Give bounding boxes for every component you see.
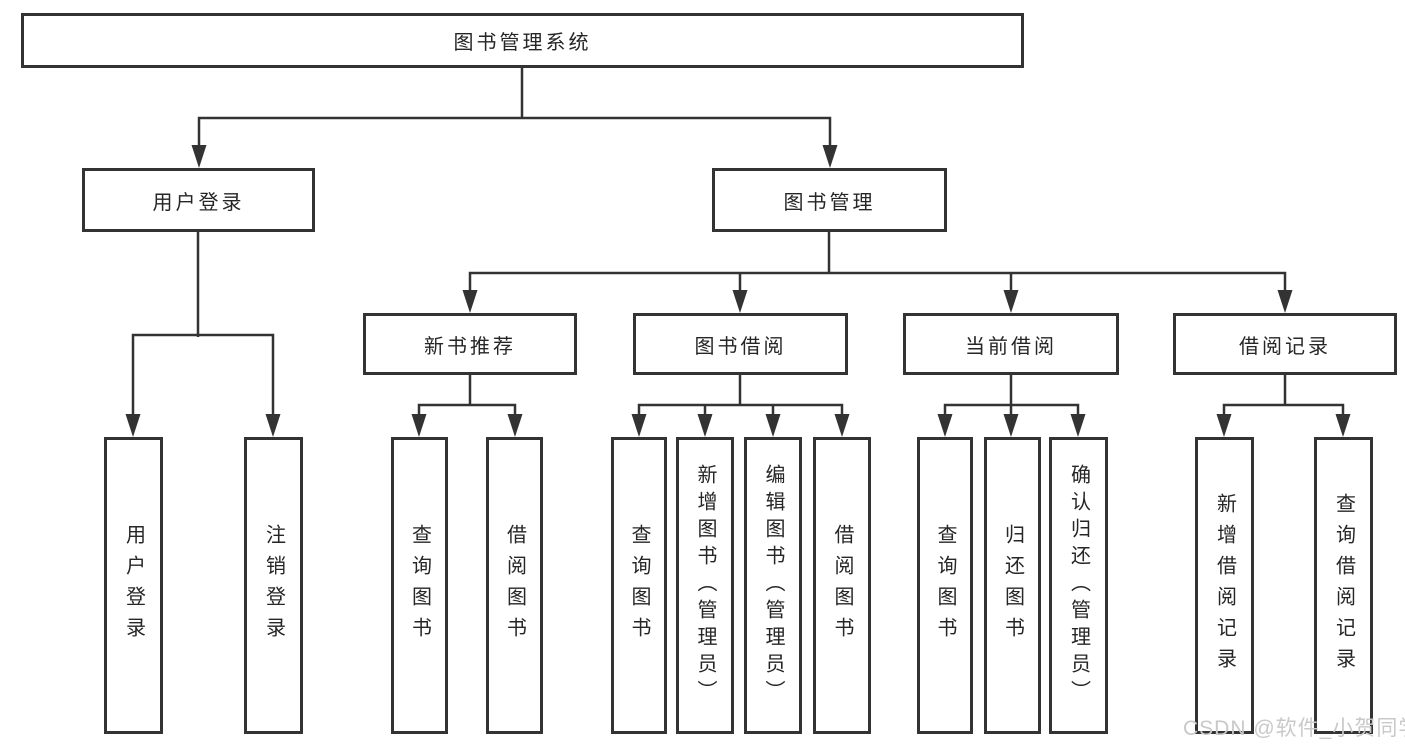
leaf-cb-query-books: 查询图书 bbox=[917, 437, 973, 734]
leaf-rec-query-books-label: 查询图书 bbox=[408, 523, 431, 648]
leaf-bb-edit-books-admin-label: 编辑图书（管理员） bbox=[762, 464, 784, 707]
leaf-cb-return-books-label: 归还图书 bbox=[1001, 523, 1024, 648]
node-book-management: 图书管理 bbox=[712, 168, 947, 232]
leaf-cb-query-books-label: 查询图书 bbox=[934, 523, 956, 648]
node-book-management-label: 图书管理 bbox=[783, 191, 876, 214]
leaf-cb-confirm-return-admin-label: 确认归还（管理员） bbox=[1067, 464, 1090, 707]
arrowhead-group bbox=[125, 145, 1351, 437]
node-current-borrowing: 当前借阅 bbox=[903, 313, 1119, 375]
leaf-bb-add-books-admin: 新增图书（管理员） bbox=[676, 437, 734, 734]
node-current-borrowing-label: 当前借阅 bbox=[965, 335, 1057, 358]
leaf-cb-confirm-return-admin: 确认归还（管理员） bbox=[1049, 437, 1108, 734]
leaf-user-login-label: 用户登录 bbox=[122, 523, 145, 648]
node-library-system: 图书管理系统 bbox=[21, 13, 1024, 68]
node-new-book-recommend: 新书推荐 bbox=[363, 313, 577, 375]
leaf-rec-borrow-books-label: 借阅图书 bbox=[503, 523, 526, 648]
leaf-rec-borrow-books: 借阅图书 bbox=[486, 437, 543, 734]
leaf-user-login: 用户登录 bbox=[104, 437, 163, 734]
node-user-login-label: 用户登录 bbox=[152, 191, 245, 214]
node-borrow-records-label: 借阅记录 bbox=[1239, 335, 1331, 358]
leaf-br-query-record: 查询借阅记录 bbox=[1314, 437, 1373, 734]
leaf-rec-query-books: 查询图书 bbox=[391, 437, 448, 734]
node-book-borrowing-label: 图书借阅 bbox=[694, 335, 787, 358]
leaf-br-query-record-label: 查询借阅记录 bbox=[1332, 492, 1355, 679]
leaf-logout: 注销登录 bbox=[244, 437, 303, 734]
leaf-bb-edit-books-admin: 编辑图书（管理员） bbox=[744, 437, 802, 734]
leaf-bb-query-books-label: 查询图书 bbox=[628, 523, 650, 648]
watermark: CSDN @软件_小贺同学 bbox=[1183, 717, 1405, 740]
leaf-br-add-record-label: 新增借阅记录 bbox=[1213, 492, 1236, 679]
leaf-bb-add-books-admin-label: 新增图书（管理员） bbox=[694, 464, 716, 707]
leaf-bb-borrow-books-label: 借阅图书 bbox=[831, 523, 853, 648]
leaf-br-add-record: 新增借阅记录 bbox=[1195, 437, 1254, 734]
leaf-cb-return-books: 归还图书 bbox=[984, 437, 1041, 734]
leaf-logout-label: 注销登录 bbox=[262, 523, 285, 648]
node-user-login: 用户登录 bbox=[82, 168, 315, 232]
node-borrow-records: 借阅记录 bbox=[1173, 313, 1397, 375]
node-library-system-label: 图书管理系统 bbox=[453, 32, 592, 54]
node-book-borrowing: 图书借阅 bbox=[633, 313, 848, 375]
leaf-bb-query-books: 查询图书 bbox=[611, 437, 667, 734]
node-new-book-recommend-label: 新书推荐 bbox=[424, 335, 516, 358]
leaf-bb-borrow-books: 借阅图书 bbox=[813, 437, 871, 734]
